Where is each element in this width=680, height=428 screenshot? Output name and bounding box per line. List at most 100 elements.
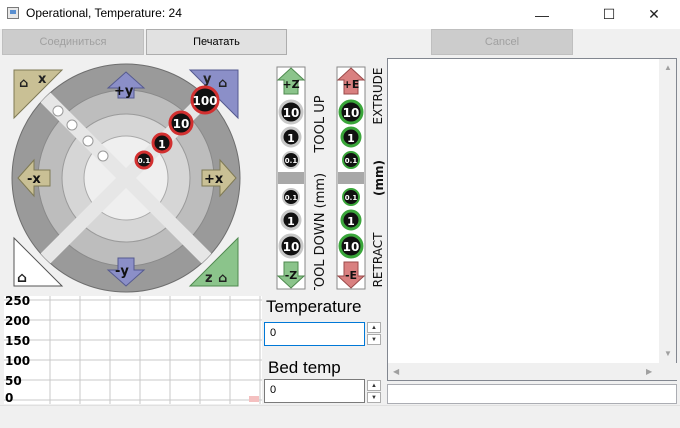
- command-input[interactable]: [387, 384, 677, 404]
- scroll-down-icon[interactable]: ▼: [664, 349, 672, 358]
- cancel-button[interactable]: Cancel: [431, 29, 573, 55]
- z-separator: [278, 172, 304, 184]
- jog-dot: [66, 119, 78, 131]
- temperature-input[interactable]: 0: [264, 322, 365, 346]
- e-retract-01-label: 0.1: [345, 194, 358, 202]
- z-down-10-label: 10: [283, 240, 300, 254]
- log-horizontal-scrollbar[interactable]: ◀ ▶: [388, 363, 680, 380]
- z-down-caption: TOOL DOWN (mm): [313, 173, 328, 290]
- temperature-up-button[interactable]: ▲: [367, 322, 381, 333]
- z-minus-button[interactable]: -Z: [276, 261, 306, 289]
- e-extrude-caption: EXTRUDE: [371, 68, 385, 125]
- print-button[interactable]: Печатать: [146, 29, 287, 55]
- z-down-1-button[interactable]: 1: [280, 209, 302, 231]
- log-vertical-scrollbar[interactable]: ▲ ▼: [659, 59, 676, 363]
- minus-y-label: -y: [115, 264, 129, 279]
- e-unit-caption: (mm): [372, 160, 386, 196]
- z-up-01-button[interactable]: 0.1: [282, 151, 300, 169]
- e-retract-01-button[interactable]: 0.1: [342, 188, 360, 206]
- scroll-up-icon[interactable]: ▲: [664, 63, 672, 72]
- xy-jog-control: ⌂ x y ⌂ ⌂ z ⌂ +y -y -x +x 100 10: [11, 63, 241, 293]
- z-down-10-button[interactable]: 10: [278, 233, 304, 259]
- z-up-01-label: 0.1: [285, 157, 298, 165]
- bed-temp-down-button[interactable]: ▼: [367, 392, 381, 403]
- e-retract-1-button[interactable]: 1: [340, 209, 362, 231]
- z-up-1-button[interactable]: 1: [280, 126, 302, 148]
- z-minus-label: -Z: [285, 269, 298, 282]
- log-panel[interactable]: ▲ ▼ ◀ ▶: [387, 58, 680, 381]
- z-up-1-label: 1: [287, 132, 295, 145]
- e-extrude-1-button[interactable]: 1: [340, 126, 362, 148]
- step-100-button[interactable]: 100: [190, 85, 220, 115]
- step-01-button[interactable]: 0.1: [134, 150, 154, 170]
- plus-x-label: +x: [204, 172, 224, 187]
- temperature-label: Temperature: [266, 297, 362, 316]
- minus-x-button[interactable]: -x: [17, 158, 51, 198]
- e-retract-10-button[interactable]: 10: [338, 233, 364, 259]
- e-extrude-01-button[interactable]: 0.1: [342, 151, 360, 169]
- bed-temp-up-button[interactable]: ▲: [367, 380, 381, 391]
- e-extrude-01-label: 0.1: [345, 157, 358, 165]
- jog-dot: [52, 105, 64, 117]
- home-z-button[interactable]: z ⌂: [188, 236, 239, 287]
- e-retract-caption: RETRACT: [371, 232, 385, 287]
- e-minus-label: -E: [345, 269, 357, 282]
- e-retract-10-label: 10: [343, 240, 360, 254]
- e-extrude-10-label: 10: [343, 106, 360, 120]
- e-extrude-10-button[interactable]: 10: [338, 99, 364, 125]
- jog-dot: [97, 150, 109, 162]
- bed-temp-input[interactable]: 0: [264, 379, 365, 403]
- close-button[interactable]: ✕: [648, 6, 660, 22]
- e-minus-button[interactable]: -E: [336, 261, 366, 289]
- home-z-label: z: [205, 271, 213, 286]
- graph-tick-label: 50: [5, 374, 22, 388]
- minus-y-button[interactable]: -y: [106, 257, 146, 287]
- home-icon: ⌂: [17, 270, 27, 286]
- z-plus-button[interactable]: +Z: [276, 67, 306, 95]
- maximize-button[interactable]: ☐: [602, 6, 616, 22]
- connect-button[interactable]: Соединиться: [2, 29, 144, 55]
- e-control: +E 10 1 0.1 0.1 1 10 -E EXTRUDE (mm) RET…: [336, 66, 386, 290]
- step-10-label: 10: [173, 117, 190, 131]
- step-10-button[interactable]: 10: [168, 110, 194, 136]
- z-down-1-label: 1: [287, 215, 295, 228]
- graph-tick-label: 250: [5, 296, 30, 308]
- minus-x-label: -x: [27, 172, 41, 187]
- scroll-right-icon[interactable]: ▶: [646, 367, 653, 376]
- bed-temp-label: Bed temp: [268, 358, 341, 377]
- home-x-button[interactable]: ⌂ x: [13, 69, 64, 120]
- z-down-01-button[interactable]: 0.1: [282, 188, 300, 206]
- home-x-label: x: [38, 72, 47, 87]
- jog-dot: [82, 135, 94, 147]
- step-01-label: 0.1: [138, 157, 151, 165]
- z-control: +Z 10 1 0.1 0.1 1 10 -Z TOOL UP TOOL DOW…: [276, 66, 328, 290]
- step-1-label: 1: [158, 138, 166, 151]
- plus-y-button[interactable]: +y: [106, 71, 146, 99]
- plus-y-label: +y: [114, 84, 134, 99]
- e-plus-button[interactable]: +E: [336, 67, 366, 95]
- home-y-label: y: [203, 72, 212, 87]
- minimize-button[interactable]: —: [535, 6, 549, 23]
- e-plus-label: +E: [343, 78, 360, 91]
- status-bar: [0, 405, 680, 428]
- e-separator: [338, 172, 364, 184]
- graph-tick-label: 0: [5, 391, 13, 404]
- z-plus-label: +Z: [282, 78, 299, 91]
- z-up-10-button[interactable]: 10: [278, 99, 304, 125]
- plus-x-button[interactable]: +x: [201, 158, 237, 198]
- step-100-label: 100: [192, 94, 217, 108]
- home-icon: ⌂: [19, 76, 28, 91]
- e-retract-1-label: 1: [347, 215, 355, 228]
- temperature-down-button[interactable]: ▼: [367, 334, 381, 345]
- scroll-left-icon[interactable]: ◀: [393, 367, 400, 376]
- z-up-10-label: 10: [283, 106, 300, 120]
- graph-tick-label: 200: [5, 314, 30, 328]
- home-icon: ⌂: [218, 271, 227, 286]
- e-extrude-1-label: 1: [347, 132, 355, 145]
- graph-tick-label: 150: [5, 334, 30, 348]
- home-all-button[interactable]: ⌂: [13, 236, 64, 287]
- step-1-button[interactable]: 1: [151, 132, 173, 154]
- z-down-01-label: 0.1: [285, 194, 298, 202]
